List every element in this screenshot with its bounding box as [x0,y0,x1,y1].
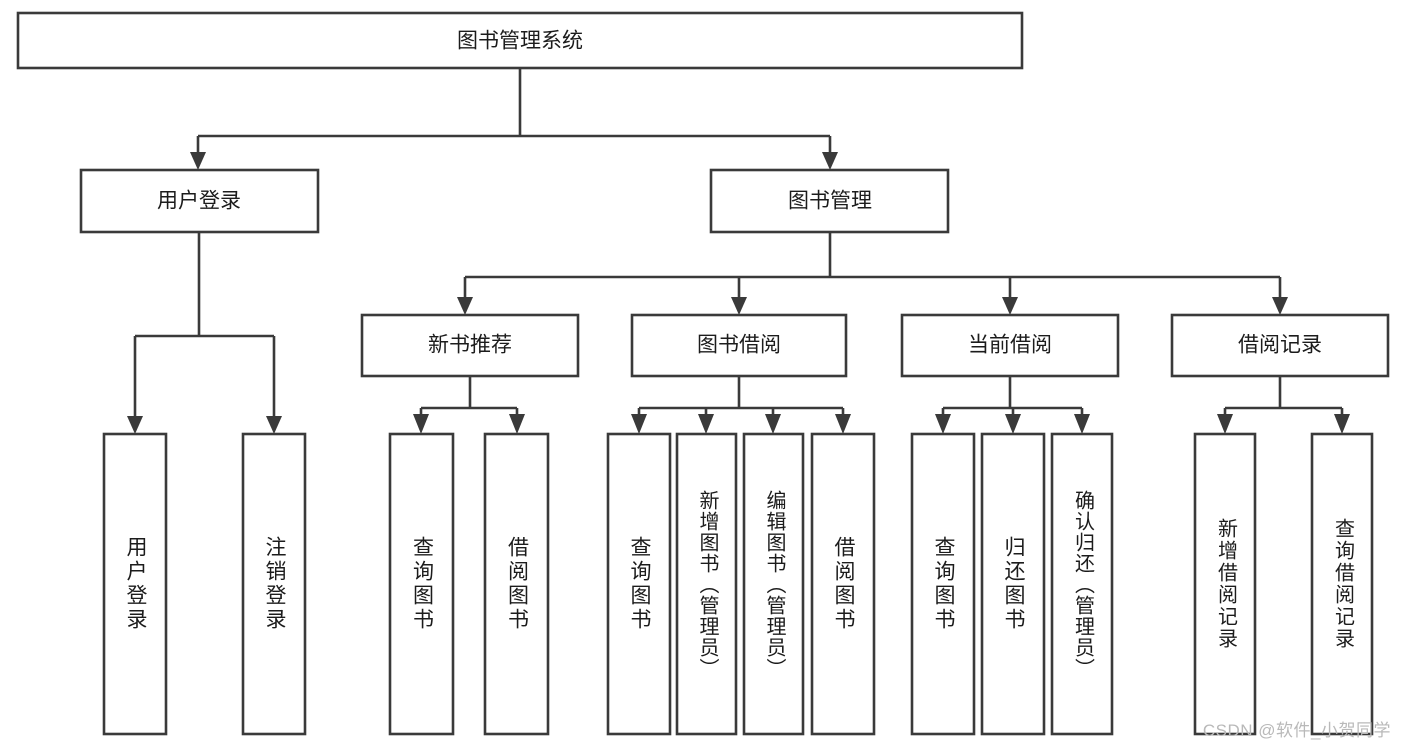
leaf-boxes [102,432,1374,736]
node-book-borrow-box[interactable] [630,313,848,378]
node-root-label: 图书管理系统 [457,30,583,53]
connector-group-new-book-rec-to-leaves [413,376,525,434]
arrow-head-leaf-logout [266,416,282,434]
arrow-head-leaf-edit-book [765,414,781,434]
arrow-head-user-login [190,152,206,170]
connector-group-current-borrow-to-leaves [935,376,1090,434]
connector-root-split [196,68,832,158]
node-current-borrow[interactable]: 当前借阅 [900,313,1120,378]
arrow-head-leaf-borrow-book-1 [509,414,525,434]
connector-user-login-split [133,232,276,422]
arrow-head-leaf-user-login [127,416,143,434]
node-new-book-rec-box[interactable] [360,313,580,378]
node-root-box[interactable] [16,11,1024,70]
arrow-head-leaf-confirm-return [1074,414,1090,434]
node-leaf-add-record-box[interactable] [1193,432,1257,736]
connector-new-book-rec-split [419,376,519,422]
node-leaf-return-book-box[interactable] [980,432,1046,736]
node-borrow-record-label: 借阅记录 [1238,334,1322,357]
arrow-head-borrow-record [1272,297,1288,315]
node-leaf-borrow-book-1-box[interactable] [483,432,550,736]
connector-borrow-record-split [1223,376,1344,422]
arrow-head-leaf-query-book-1 [413,414,429,434]
node-borrow-record[interactable]: 借阅记录 [1170,313,1390,378]
arrow-head-leaf-add-book [698,414,714,434]
node-leaf-query-book-2-box[interactable] [606,432,672,736]
node-book-manage-box[interactable] [709,168,950,234]
node-user-login[interactable]: 用户登录 [79,168,320,234]
node-current-borrow-box[interactable] [900,313,1120,378]
connector-group-book-borrow-to-leaves [631,376,851,434]
node-leaf-add-book-box[interactable] [675,432,738,736]
node-new-book-rec[interactable]: 新书推荐 [360,313,580,378]
arrow-head-leaf-query-record [1334,414,1350,434]
node-leaf-edit-book-box[interactable] [742,432,805,736]
arrow-head-leaf-borrow-book-2 [835,414,851,434]
node-leaf-query-book-3-box[interactable] [910,432,976,736]
connector-group-user-login-to-leaves [127,232,282,434]
node-book-manage[interactable]: 图书管理 [709,168,950,234]
connector-group-book-manage-to-level3 [457,232,1288,315]
node-new-book-rec-label: 新书推荐 [428,334,512,357]
csdn-watermark: CSDN @软件_小贺同学 [1202,721,1391,740]
connector-book-manage-split [463,232,1282,303]
node-leaf-confirm-return-box[interactable] [1050,432,1114,736]
node-borrow-record-box[interactable] [1170,313,1390,378]
arrow-head-leaf-add-record [1217,414,1233,434]
node-book-borrow[interactable]: 图书借阅 [630,313,848,378]
arrow-head-leaf-query-book-3 [935,414,951,434]
arrow-head-leaf-return-book [1005,414,1021,434]
arrow-head-book-borrow [731,297,747,315]
node-root[interactable]: 图书管理系统 [16,11,1024,70]
node-leaf-logout-box[interactable] [241,432,307,736]
node-book-manage-label: 图书管理 [788,190,872,213]
arrow-head-book-manage [822,152,838,170]
node-current-borrow-label: 当前借阅 [968,334,1052,357]
node-book-borrow-label: 图书借阅 [697,334,781,357]
connector-group-root-to-level2 [190,68,838,170]
arrow-head-current-borrow [1002,297,1018,315]
node-user-login-box[interactable] [79,168,320,234]
connector-book-borrow-split [637,376,845,422]
arrow-head-new-book-rec [457,297,473,315]
arrow-head-leaf-query-book-2 [631,414,647,434]
node-leaf-user-login-box[interactable] [102,432,168,736]
node-leaf-borrow-book-2-box[interactable] [810,432,876,736]
connector-group-borrow-record-to-leaves [1217,376,1350,434]
node-leaf-query-book-1-box[interactable] [388,432,455,736]
node-user-login-label: 用户登录 [157,190,241,213]
node-leaf-query-record-box[interactable] [1310,432,1374,736]
